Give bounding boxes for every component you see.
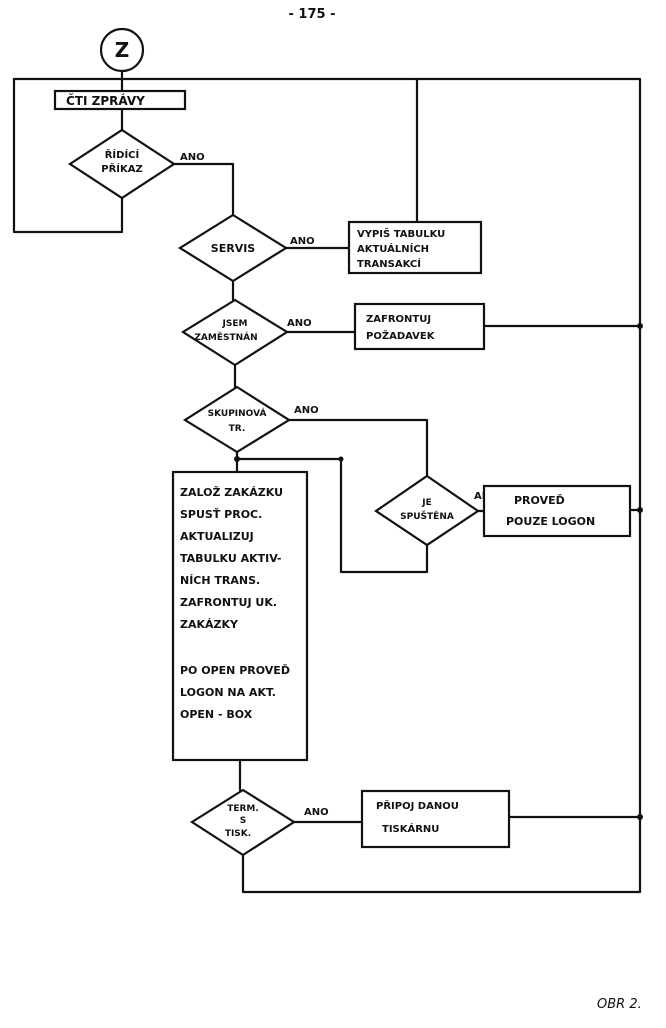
decision-term-line-1: TERM. (227, 804, 259, 814)
box-create-job-line-10: LOGON NA AKT. (180, 686, 276, 699)
decision-service: SERVIS (177, 213, 289, 283)
yes-label-employed: ANO (287, 318, 312, 329)
box-connect-printer: PŘIPOJ DANOU TISKÁRNU (360, 789, 511, 849)
box-create-job-line-3: AKTUALIZUJ (180, 530, 254, 543)
box-queue-request: ZAFRONTUJ POŽADAVEK (353, 302, 486, 351)
connector-z: Z (99, 27, 145, 73)
box-queue-request-line-2: POŽADAVEK (366, 329, 436, 342)
box-create-job-line-4: TABULKU AKTIV- (180, 552, 282, 565)
box-logon-only-line-2: POUZE LOGON (506, 515, 595, 528)
decision-running-line-1: JE (421, 498, 432, 508)
box-read-messages: ČTI ZPRÁVY (53, 89, 187, 111)
box-queue-request-line-1: ZAFRONTUJ (366, 314, 431, 325)
flow-lines (12, 69, 643, 894)
decision-term-line-3: TISK. (225, 829, 251, 839)
yes-label-service: ANO (290, 236, 315, 247)
decision-running-line-2: SPUŠTĚNA (400, 510, 454, 522)
decision-running: JE SPUŠTĚNA (374, 474, 480, 547)
box-create-job-line-1: ZALOŽ ZAKÁZKU (180, 486, 283, 499)
box-list-table-line-3: TRANSAKCÍ (357, 257, 421, 270)
yes-label-control: ANO (180, 152, 205, 163)
decision-employed-line-1: JSEM (222, 319, 248, 329)
box-list-table: VYPIŠ TABULKU AKTUÁLNÍCH TRANSAKCÍ (347, 220, 483, 275)
decision-group-line-2: TR. (229, 424, 246, 434)
decision-group: SKUPINOVÁ TR. (182, 385, 292, 454)
decision-term-line-2: S (240, 816, 246, 826)
box-create-job-line-5: NÍCH TRANS. (180, 574, 260, 587)
box-connect-printer-line-2: TISKÁRNU (382, 822, 439, 835)
box-create-job: ZALOŽ ZAKÁZKU SPUSŤ PROC. AKTUALIZUJ TAB… (171, 470, 309, 762)
box-create-job-line-6: ZAFRONTUJ UK. (180, 596, 277, 609)
box-logon-only-line-1: PROVEĎ (514, 494, 565, 507)
decision-employed: JSEM ZAMĚSTNÁN (180, 298, 290, 367)
page-number: - 175 - (289, 7, 336, 22)
connector-label: Z (115, 38, 130, 62)
figure-label: OBR 2. (597, 997, 642, 1012)
box-read-messages-label: ČTI ZPRÁVY (66, 93, 145, 108)
yes-label-term: ANO (304, 807, 329, 818)
box-create-job-line-9: PO OPEN PROVEĎ (180, 664, 290, 677)
box-list-table-line-1: VYPIŠ TABULKU (357, 227, 445, 240)
decision-term-print: TERM. S TISK. (189, 788, 297, 857)
decision-control-command: ŘÍDÍCÍ PŘÍKAZ (67, 128, 177, 200)
decision-service-line-1: SERVIS (211, 242, 256, 255)
decision-employed-line-2: ZAMĚSTNÁN (194, 331, 257, 343)
yes-label-group: ANO (294, 405, 319, 416)
box-create-job-line-7: ZAKÁZKY (180, 618, 239, 631)
box-logon-only: PROVEĎ POUZE LOGON (482, 484, 632, 538)
box-create-job-line-11: OPEN - BOX (180, 708, 253, 721)
decision-control-line-1: ŘÍDÍCÍ (105, 148, 140, 161)
decision-group-line-1: SKUPINOVÁ (208, 407, 267, 419)
box-create-job-line-2: SPUSŤ PROC. (180, 508, 262, 521)
box-connect-printer-line-1: PŘIPOJ DANOU (376, 799, 459, 812)
box-list-table-line-2: AKTUÁLNÍCH (357, 242, 429, 255)
decision-control-line-2: PŘÍKAZ (101, 162, 143, 175)
